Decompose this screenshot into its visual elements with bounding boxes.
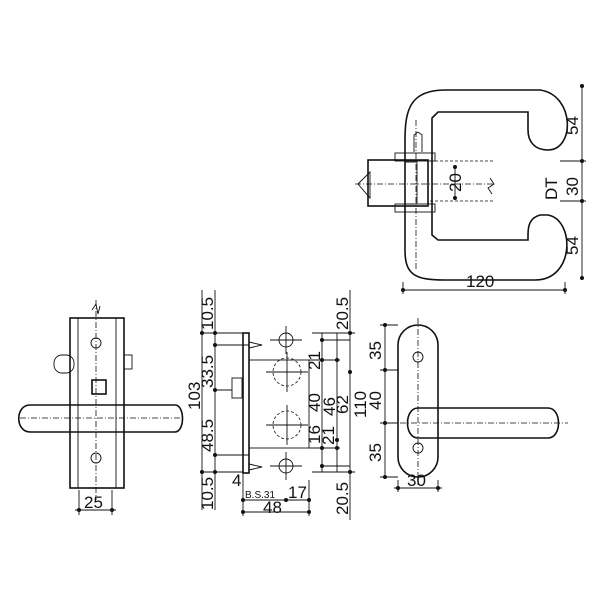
dim-110: 110 — [351, 391, 370, 418]
dim-rose-width: 30 — [407, 471, 426, 490]
dim-16: 16 — [305, 425, 324, 444]
dim-bottom: 54 — [563, 236, 582, 255]
dim-lower: 48.5 — [198, 419, 217, 452]
lock-side-view: 25 — [17, 300, 185, 515]
dim-middle: 30 — [563, 177, 582, 196]
dim-upper: 33.5 — [198, 355, 217, 388]
dim-21-top: 21 — [305, 351, 324, 370]
dim-width: 120 — [466, 272, 494, 291]
dim-faceplate: 4 — [232, 471, 241, 490]
dim-bottom-margin-plate: 20.5 — [333, 482, 352, 515]
dim-total: 103 — [185, 382, 204, 410]
dim-rose-bottom: 35 — [366, 443, 385, 462]
handle-top-view: 20 54 30 54 DT 120 — [355, 84, 586, 294]
label-door-thickness: DT — [542, 177, 561, 200]
dim-40: 40 — [305, 393, 324, 412]
dim-top-margin: 10.5 — [198, 297, 217, 330]
rose-front-view: 35 40 35 30 — [366, 318, 568, 492]
dim-rose-middle: 40 — [366, 391, 385, 410]
dim-21-bottom: 21 — [319, 426, 338, 445]
dim-top-margin-plate: 20.5 — [333, 297, 352, 330]
dim-backset: B.S.31 — [245, 490, 275, 501]
dim-46: 46 — [320, 397, 339, 416]
dim-hole-offset: 17 — [288, 483, 307, 502]
dim-depth: 48 — [263, 498, 282, 517]
dim-bottom-margin: 10.5 — [198, 477, 217, 510]
dim-rose-top: 35 — [366, 341, 385, 360]
dim-62: 62 — [333, 395, 352, 414]
dim-spindle: 20 — [446, 173, 465, 192]
dim-width-25: 25 — [84, 493, 103, 512]
lock-case-view: 10.5 33.5 103 48.5 10.5 4 B.S.31 17 48 2… — [185, 290, 370, 520]
dim-top: 54 — [563, 116, 582, 135]
